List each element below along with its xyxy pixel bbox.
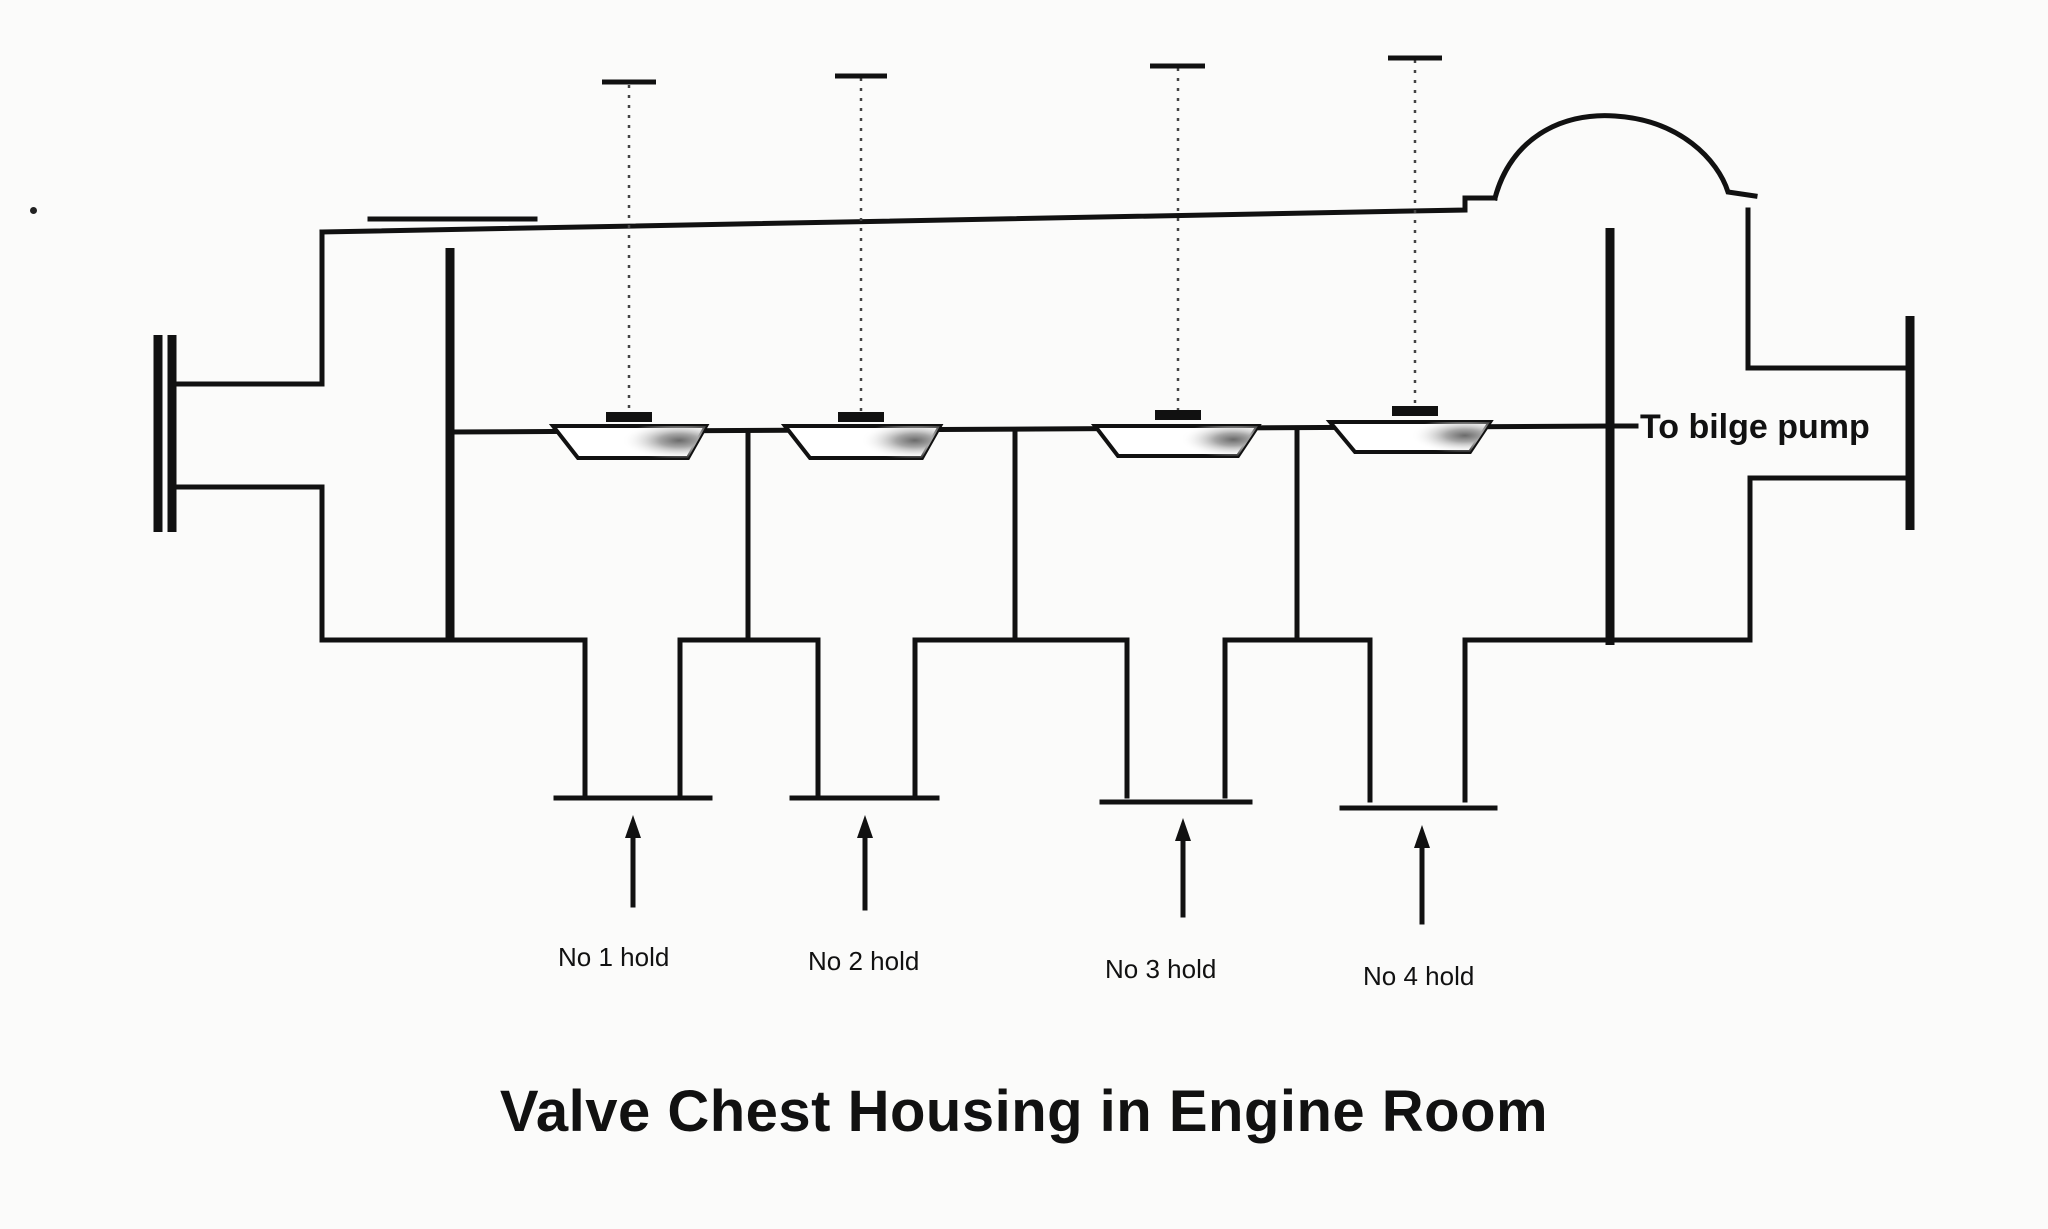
housing-dome <box>1491 113 1758 202</box>
hold-label-4: No 4 hold <box>1363 961 1474 991</box>
valve-3 <box>1090 410 1262 458</box>
hold-label-2: No 2 hold <box>808 946 919 976</box>
housing-left-wall <box>173 229 325 387</box>
arrow-hold-4 <box>1414 825 1430 925</box>
valve-4 <box>1325 406 1494 454</box>
suction-flanges <box>553 795 1498 811</box>
flow-arrows <box>625 815 1430 925</box>
valve-1 <box>548 412 710 460</box>
arrow-hold-2 <box>857 815 873 911</box>
valve-spindles <box>602 55 1442 412</box>
arrow-hold-1 <box>625 815 641 908</box>
outlet-label: To bilge pump <box>1640 408 1870 446</box>
housing-top-edge <box>319 195 1498 235</box>
housing-outline <box>153 113 1915 803</box>
arrow-hold-3 <box>1175 818 1191 918</box>
housing-right-wall <box>1747 475 1913 643</box>
scan-speck <box>30 207 37 214</box>
hold-label-3: No 3 hold <box>1105 954 1216 984</box>
hold-label-1: No 1 hold <box>558 942 669 972</box>
housing-right-upper <box>1745 207 1913 371</box>
branch-1 <box>582 637 1753 803</box>
valve-2 <box>780 412 944 460</box>
housing-left-lower <box>173 484 588 799</box>
diagram-title: Valve Chest Housing in Engine Room <box>499 1079 1549 1144</box>
